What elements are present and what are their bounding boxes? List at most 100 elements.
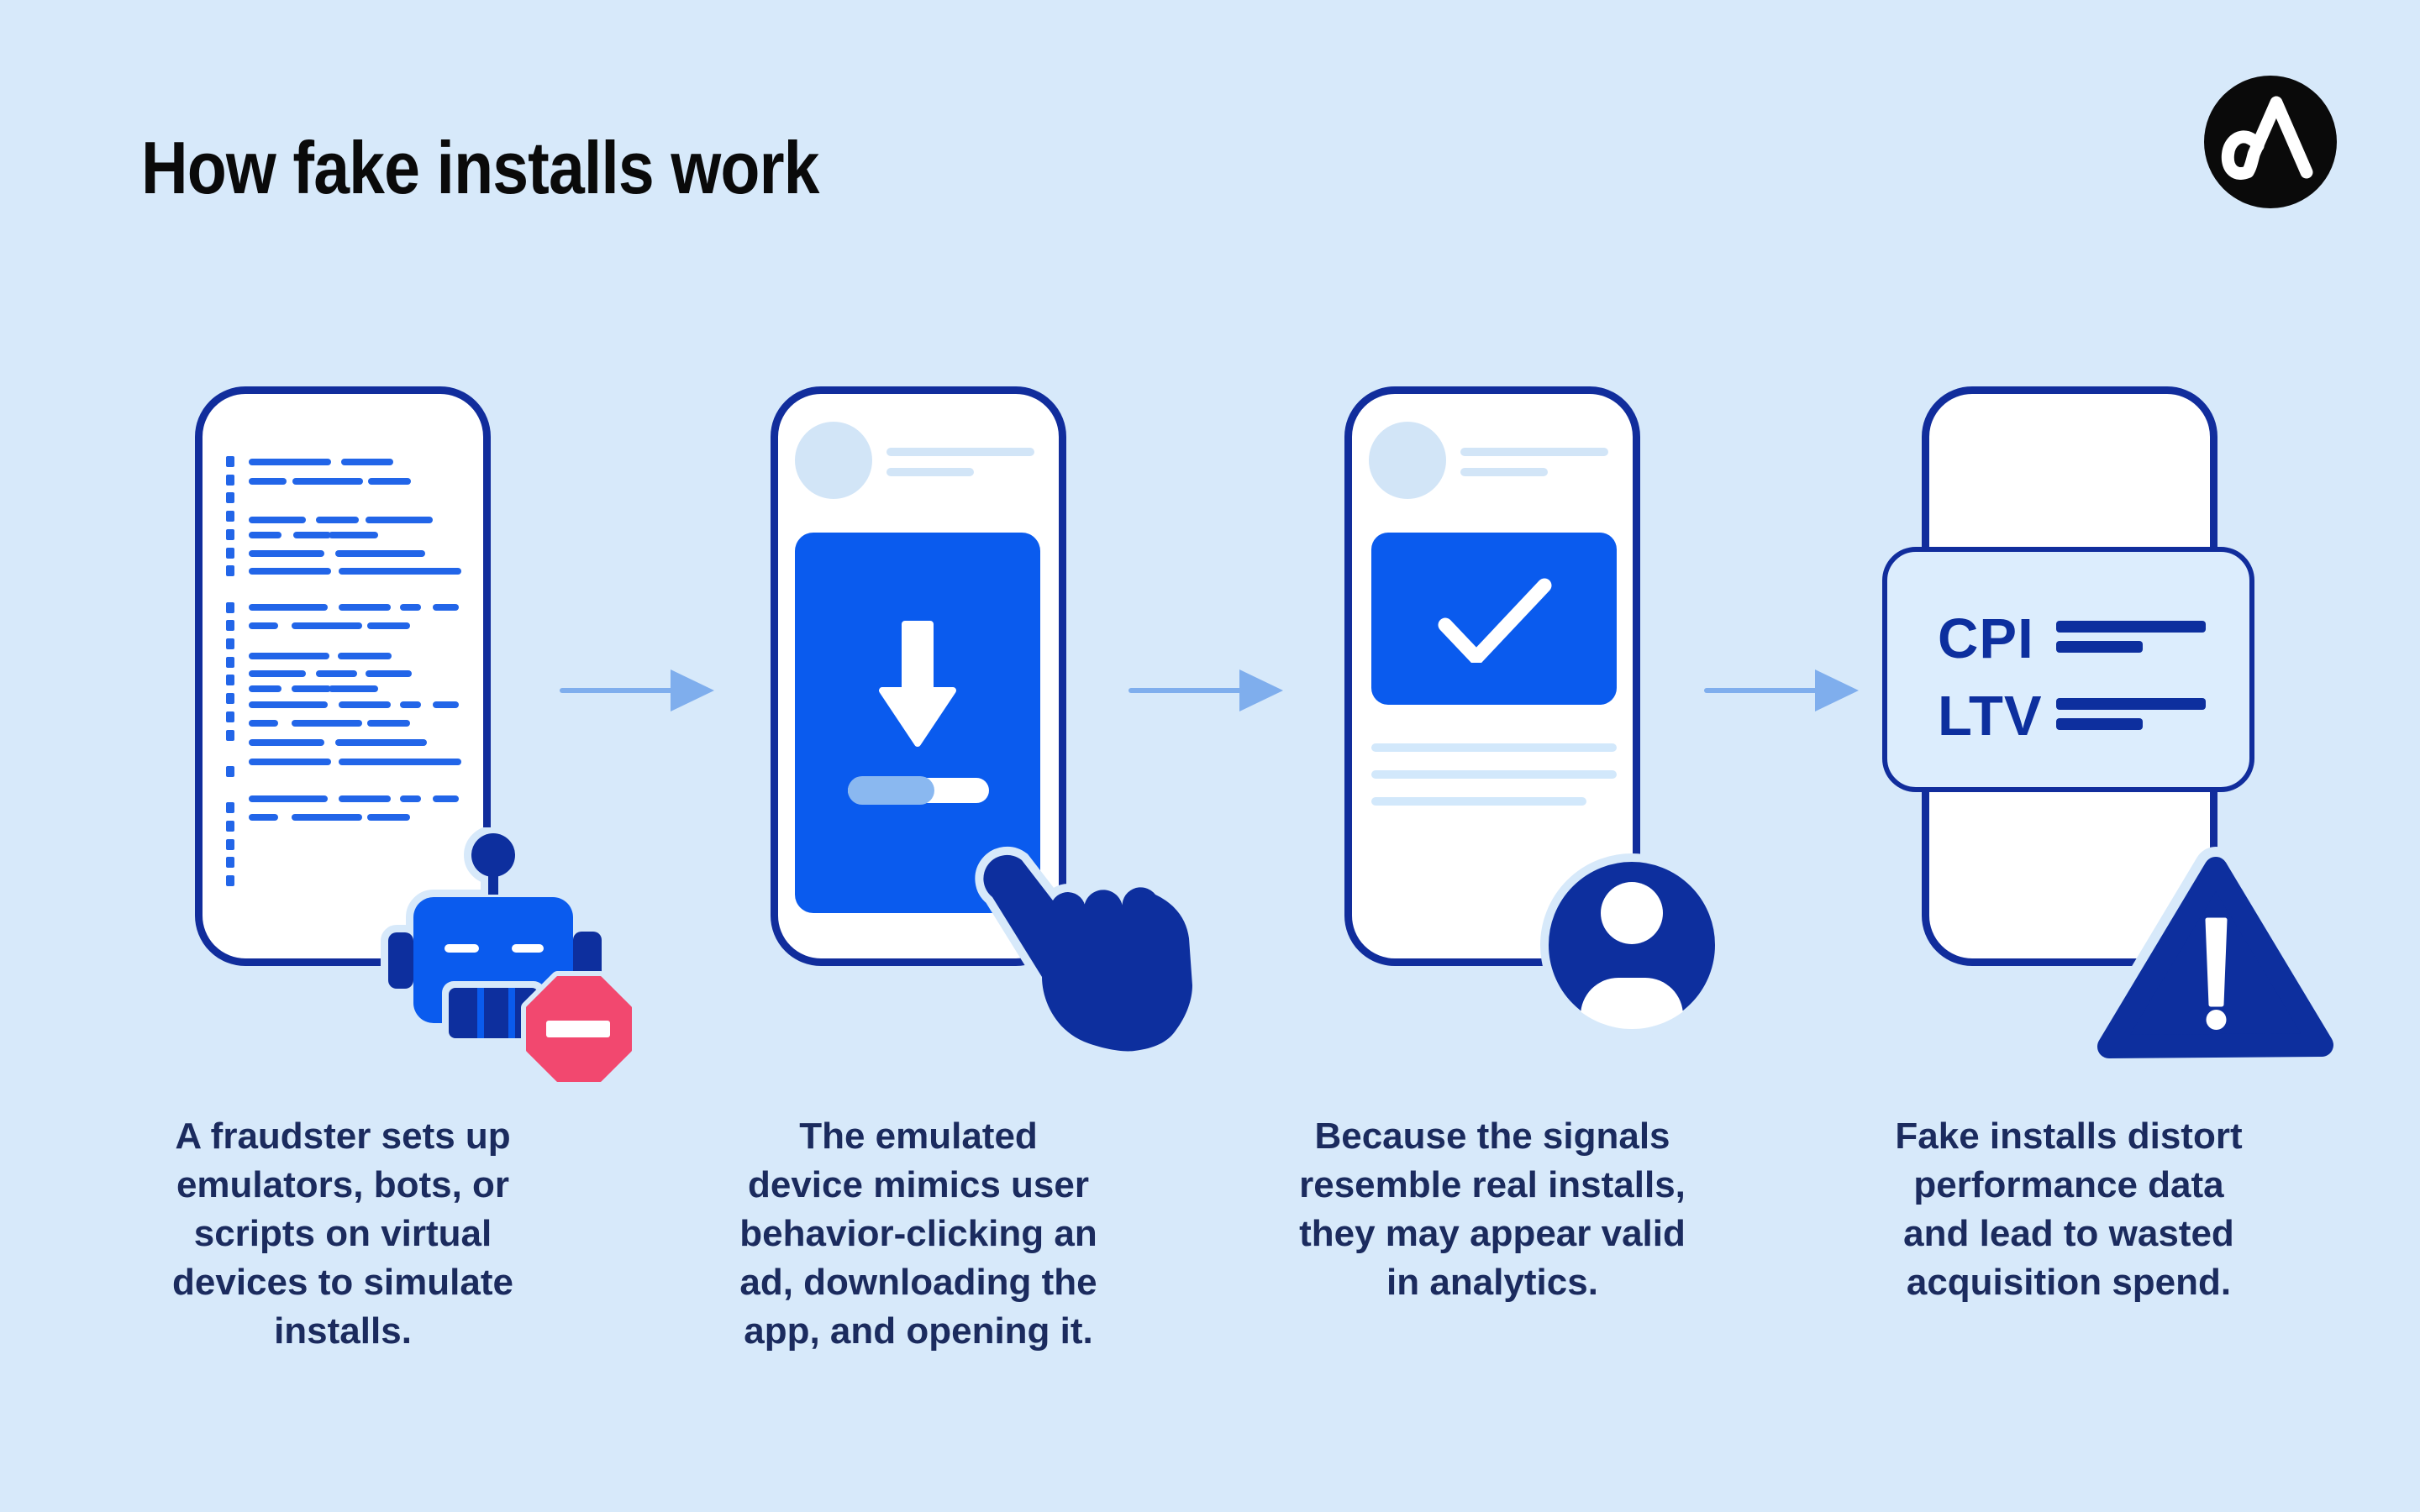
adjust-logo-icon <box>2204 76 2337 208</box>
code-dash <box>249 685 281 692</box>
fraud-bot-icon <box>381 827 637 1087</box>
code-gutter-square <box>226 656 234 668</box>
code-dash <box>249 604 328 611</box>
code-dash <box>249 478 287 485</box>
code-dash <box>335 550 425 557</box>
code-gutter-square <box>226 693 234 705</box>
code-dash <box>341 459 393 465</box>
metric-row-ltv: LTV <box>1938 685 2215 748</box>
metric-label-ltv: LTV <box>1938 685 2043 748</box>
robot-eyes <box>445 944 544 953</box>
post-avatar-placeholder <box>795 422 872 499</box>
analytics-line-placeholder <box>1371 770 1617 779</box>
code-dash <box>249 670 306 677</box>
install-confirmed-banner <box>1371 533 1617 705</box>
robot-mouth <box>442 981 545 1038</box>
code-gutter-square <box>226 838 234 850</box>
metric-value-placeholder <box>2056 718 2143 730</box>
code-dash <box>367 622 410 629</box>
code-dash <box>329 532 378 538</box>
code-dash <box>249 814 278 821</box>
code-dash <box>249 568 331 575</box>
code-gutter-square <box>226 638 234 649</box>
code-dash <box>367 720 410 727</box>
code-dash <box>366 517 433 523</box>
code-gutter-square <box>226 492 234 504</box>
code-dash <box>366 670 412 677</box>
code-gutter-square <box>226 802 234 814</box>
code-gutter-square <box>226 729 234 741</box>
code-dash <box>339 759 461 765</box>
stop-sign-icon <box>521 971 637 1087</box>
code-dash <box>249 550 324 557</box>
checkmark-icon <box>1438 578 1552 663</box>
code-dash <box>339 604 391 611</box>
post-text-placeholder <box>886 468 974 476</box>
analytics-line-placeholder <box>1371 743 1617 752</box>
code-dash <box>293 532 331 538</box>
metrics-report-card: CPI LTV <box>1882 547 2254 792</box>
page-title: How fake installs work <box>141 126 820 209</box>
code-dash <box>400 701 421 708</box>
code-dash <box>316 517 359 523</box>
phone-step-1 <box>195 386 491 966</box>
post-text-placeholder <box>1460 448 1608 456</box>
code-gutter-square <box>226 875 234 887</box>
code-dash <box>329 685 378 692</box>
caption-step-1: A fraudster sets up emulators, bots, or … <box>172 1116 513 1352</box>
code-gutter-square <box>226 675 234 686</box>
code-dash <box>292 685 331 692</box>
code-gutter-square <box>226 474 234 486</box>
post-avatar-placeholder <box>1369 422 1446 499</box>
code-gutter-square <box>226 711 234 722</box>
post-text-placeholder <box>1460 468 1548 476</box>
code-dash <box>249 720 278 727</box>
code-dash <box>249 532 281 538</box>
code-gutter-square <box>226 456 234 467</box>
analytics-line-placeholder <box>1371 797 1586 806</box>
metric-value-placeholder <box>2056 698 2206 710</box>
phone-step-2 <box>771 386 1066 966</box>
post-text-placeholder <box>886 448 1034 456</box>
tap-hand-icon <box>975 844 1218 1071</box>
code-dash <box>335 739 427 746</box>
exclamation-mark <box>2205 917 2228 1030</box>
code-dash <box>292 478 363 485</box>
code-gutter-square <box>226 765 234 777</box>
warning-triangle-icon <box>2087 847 2344 1068</box>
code-gutter-square <box>226 547 234 559</box>
code-dash <box>338 653 392 659</box>
code-dash <box>400 604 421 611</box>
download-arrow-icon <box>879 621 956 747</box>
metric-label-cpi: CPI <box>1938 607 2034 670</box>
code-gutter-square <box>226 620 234 632</box>
code-dash <box>400 795 421 802</box>
code-dash <box>433 701 459 708</box>
code-dash <box>249 759 331 765</box>
code-dash <box>368 478 411 485</box>
metric-row-cpi: CPI <box>1938 607 2215 670</box>
code-dash <box>339 795 391 802</box>
caption-step-3: Because the signals resemble real instal… <box>1299 1116 1686 1303</box>
code-dash <box>249 622 278 629</box>
flow-arrow-1 <box>560 669 714 711</box>
caption-step-2: The emulated device mimics user behavior… <box>739 1116 1097 1352</box>
flow-arrow-2 <box>1128 669 1283 711</box>
code-dash <box>292 720 362 727</box>
code-dash <box>367 814 410 821</box>
code-dash <box>292 814 362 821</box>
code-gutter-square <box>226 857 234 869</box>
code-dash <box>316 670 357 677</box>
code-dash <box>292 622 362 629</box>
code-dash <box>249 795 328 802</box>
code-dash <box>249 653 329 659</box>
metric-value-placeholder <box>2056 621 2206 633</box>
code-dash <box>249 459 331 465</box>
code-dash <box>339 568 461 575</box>
flow-arrow-3 <box>1704 669 1859 711</box>
code-gutter-square <box>226 511 234 522</box>
code-dash <box>339 701 391 708</box>
code-gutter-square <box>226 601 234 613</box>
code-dash <box>249 701 328 708</box>
